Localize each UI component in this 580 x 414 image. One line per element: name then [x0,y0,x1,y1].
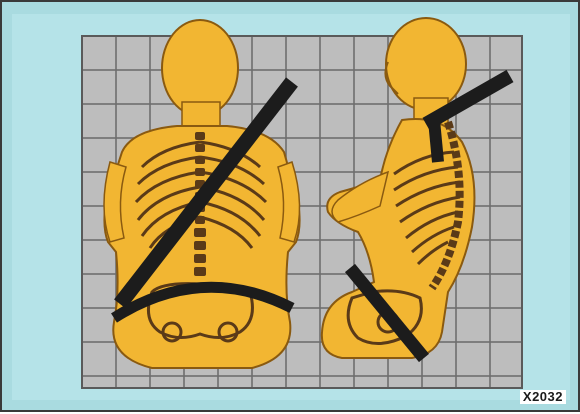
side-shoulder-belt-lower [434,120,438,162]
figure-code-label: X2032 [520,390,566,404]
side-head [386,18,466,110]
